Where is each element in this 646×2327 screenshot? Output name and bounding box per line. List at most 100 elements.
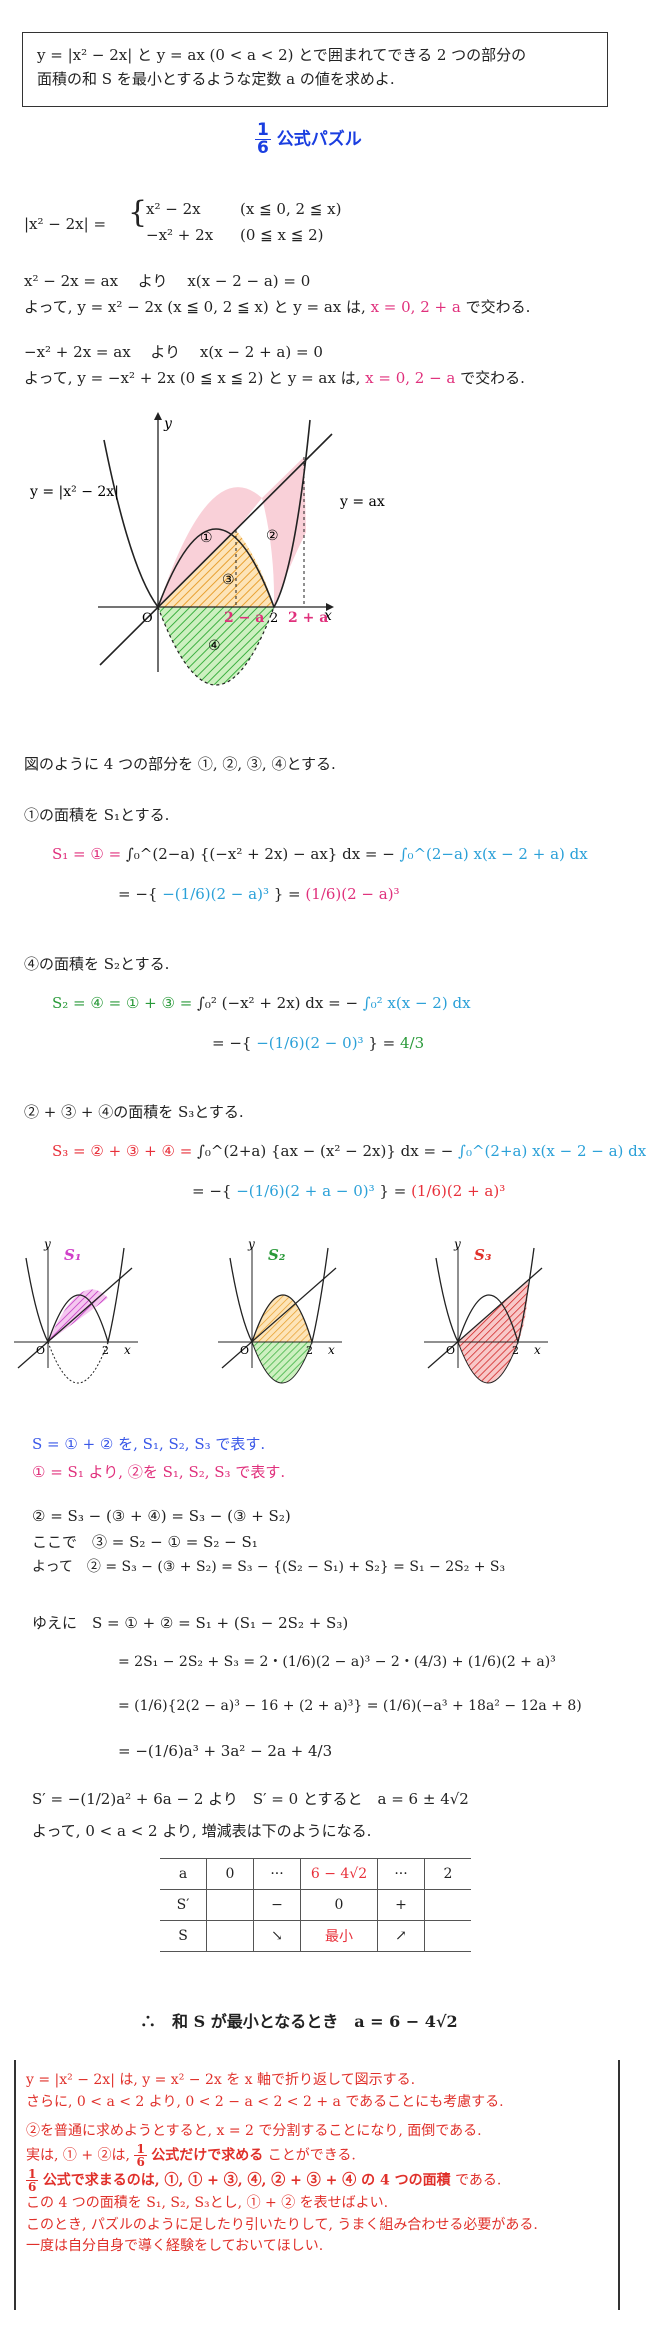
absdef-case1-cond: (x ≦ 0, 2 ≦ x) — [240, 200, 342, 218]
intersect1-points: x = 0, 2 + a — [370, 298, 461, 316]
notes-box: y = |x² − 2x| は, y = x² − 2x を x 軸で折り返して… — [14, 2060, 620, 2310]
label-region4: ④ — [208, 638, 221, 654]
express-l1: S = ① + ② を, S₁, S₂, S₃ で表す. — [32, 1435, 266, 1453]
mini3-2: 2 — [512, 1344, 519, 1357]
mini3-lower — [457, 1341, 519, 1384]
abs-curve — [103, 419, 311, 609]
note-3: ②を普通に求めようとすると, x = 2 で分割することになり, 面倒である. — [26, 2123, 482, 2140]
intersect1-line: よって, y = x² − 2x (x ≦ 0, 2 ≦ x) と y = ax… — [24, 298, 531, 316]
s2-line2: = −{ −(1/6)(2 − 0)³ } = 4/3 — [212, 1034, 425, 1052]
mini-graph-s3: y x O 2 S₃ — [424, 1237, 548, 1384]
intersect2-points: x = 0, 2 − a — [365, 369, 456, 387]
parts-intro: 図のように 4 つの部分を ①, ②, ③, ④とする. — [24, 755, 336, 773]
label-y: y — [163, 416, 173, 432]
x-axis-arrow — [326, 603, 334, 611]
deriv-l2: よって, 0 < a < 2 より, 増減表は下のようになる. — [32, 1822, 372, 1840]
mini1-x: x — [124, 1343, 131, 1357]
mini2-lower — [251, 1341, 313, 1384]
note-6: この 4 つの面積を S₁, S₂, S₃とし, ① + ② を表せばよい. — [26, 2195, 389, 2212]
label-line: y = ax — [339, 494, 385, 510]
table-row: S ↘ 最小 ↗ — [160, 1920, 471, 1952]
line-ax — [99, 433, 333, 666]
mini2-2: 2 — [306, 1344, 313, 1357]
mini1-y: y — [43, 1237, 51, 1251]
intersect1-eq: x² − 2x = ax より x(x − 2 − a) = 0 — [24, 272, 311, 290]
label-2pa: 2 + a — [288, 610, 328, 626]
label-2ma: 2 − a — [224, 610, 264, 626]
absdef-case1: x² − 2x — [146, 200, 201, 218]
table-row: S′ − 0 + — [160, 1889, 471, 1921]
s3-line2: = −{ −(1/6)(2 + a − 0)³ } = (1/6)(2 + a)… — [192, 1182, 506, 1200]
mini3-label: S₃ — [474, 1246, 492, 1264]
table-row: a 0 ··· 6 − 4√2 ··· 2 — [160, 1858, 471, 1890]
mini2-o: O — [240, 1344, 249, 1357]
label-abs: y = |x² − 2x| — [29, 484, 119, 500]
problem-line-2: 面積の和 S を最小とするような定数 a の値を求めよ. — [37, 70, 395, 88]
deriv-l1: S′ = −(1/2)a² + 6a − 2 より S′ = 0 とすると a … — [32, 1790, 469, 1808]
absdef-brace: { — [128, 195, 148, 230]
conclusion: ∴ 和 S が最小となるとき a = 6 − 4√2 — [140, 2012, 458, 2031]
problem-box: y = |x² − 2x| と y = ax (0 < a < 2) とで囲まれ… — [22, 32, 608, 107]
label-region1: ① — [200, 530, 213, 546]
main-graph: y = |x² − 2x| y = ax y x O 2 2 − a 2 + a… — [29, 412, 385, 686]
mini1-line — [17, 1267, 133, 1369]
region-1-fill — [158, 487, 262, 607]
s1-line2: = −{ −(1/6)(2 − a)³ } = (1/6)(2 − a)³ — [118, 885, 400, 903]
increase-table: a 0 ··· 6 − 4√2 ··· 2 S′ − 0 + S ↘ 最小 ↗ — [160, 1858, 471, 1952]
label-region3: ③ — [222, 572, 235, 588]
mini2-y: y — [247, 1237, 255, 1251]
mini1-label: S₁ — [64, 1246, 81, 1264]
s2-intro: ④の面積を S₂とする. — [24, 955, 170, 973]
mini2-curve — [229, 1247, 329, 1345]
absdef-case2-cond: (0 ≦ x ≦ 2) — [240, 226, 324, 244]
s1-line1: S₁ = ① = ∫₀^(2−a) {(−x² + 2x) − ax} dx =… — [52, 845, 588, 863]
label-region2: ② — [266, 528, 279, 544]
s3-line1: S₃ = ② + ③ + ④ = ∫₀^(2+a) {ax − (x² − 2x… — [52, 1142, 646, 1160]
mini3-x: x — [534, 1343, 541, 1357]
label-x: x — [324, 608, 332, 624]
region-2-fill — [262, 457, 306, 607]
lower-parabola-dashed — [157, 606, 275, 686]
intersect2-line: よって, y = −x² + 2x (0 ≦ x ≦ 2) と y = ax は… — [24, 369, 525, 387]
s1-intro: ①の面積を S₁とする. — [24, 806, 170, 824]
mini1-o: O — [36, 1344, 45, 1357]
mini-graph-s1: y x O 2 S₁ — [14, 1237, 138, 1384]
mini2-line — [221, 1267, 337, 1369]
note-2: さらに, 0 < a < 2 より, 0 < 2 − a < 2 < 2 + a… — [26, 2093, 504, 2110]
y-axis-arrow — [154, 412, 162, 420]
s3-intro: ② + ③ + ④の面積を S₃とする. — [24, 1103, 244, 1121]
express-l4: ここで ③ = S₂ − ① = S₂ − S₁ — [32, 1533, 258, 1551]
calc-l3: = (1/6){2(2 − a)³ − 16 + (2 + a)³} = (1/… — [118, 1698, 582, 1714]
mini-graph-s2: y x O 2 S₂ — [218, 1237, 342, 1384]
mini2-label: S₂ — [268, 1246, 286, 1264]
mini-graphs: y x O 2 S₁ y x O 2 S₂ y x O 2 S₃ — [14, 1237, 548, 1384]
mini3-curve — [435, 1247, 535, 1345]
express-l2: ① = S₁ より, ②を S₁, S₂, S₃ で表す. — [32, 1463, 286, 1481]
mini1-curve — [25, 1247, 125, 1345]
label-2: 2 — [270, 611, 278, 626]
mini2-x: x — [328, 1343, 335, 1357]
mini3-y: y — [453, 1237, 461, 1251]
note-1: y = |x² − 2x| は, y = x² − 2x を x 軸で折り返して… — [26, 2072, 416, 2088]
s2-line1: S₂ = ④ = ① + ③ = ∫₀² (−x² + 2x) dx = − ∫… — [52, 994, 471, 1012]
intersect2-eq: −x² + 2x = ax より x(x − 2 + a) = 0 — [24, 343, 323, 361]
label-origin: O — [142, 611, 153, 626]
express-l5: よって ② = S₃ − (③ + S₂) = S₃ − {(S₂ − S₁) … — [32, 1559, 506, 1575]
region-4-fill — [158, 607, 274, 685]
note-7: このとき, パズルのように足したり引いたりして, うまく組み合わせる必要がある. — [26, 2216, 538, 2233]
absdef-case2: −x² + 2x — [146, 226, 214, 244]
calc-l4: = −(1/6)a³ + 3a² − 2a + 4/3 — [118, 1742, 333, 1760]
mini2-fill-top — [252, 1295, 312, 1342]
mini3-line — [427, 1267, 543, 1369]
note-8: 一度は自分自身で導く経験をしておいてほしい. — [26, 2238, 324, 2255]
calc-l2: = 2S₁ − 2S₂ + S₃ = 2・(1/6)(2 − a)³ − 2・(… — [118, 1654, 556, 1670]
title-text: 公式パズル — [276, 129, 362, 150]
calc-l1: ゆえに S = ① + ② = S₁ + (S₁ − 2S₂ + S₃) — [32, 1614, 349, 1632]
mini1-dashed — [47, 1341, 109, 1384]
